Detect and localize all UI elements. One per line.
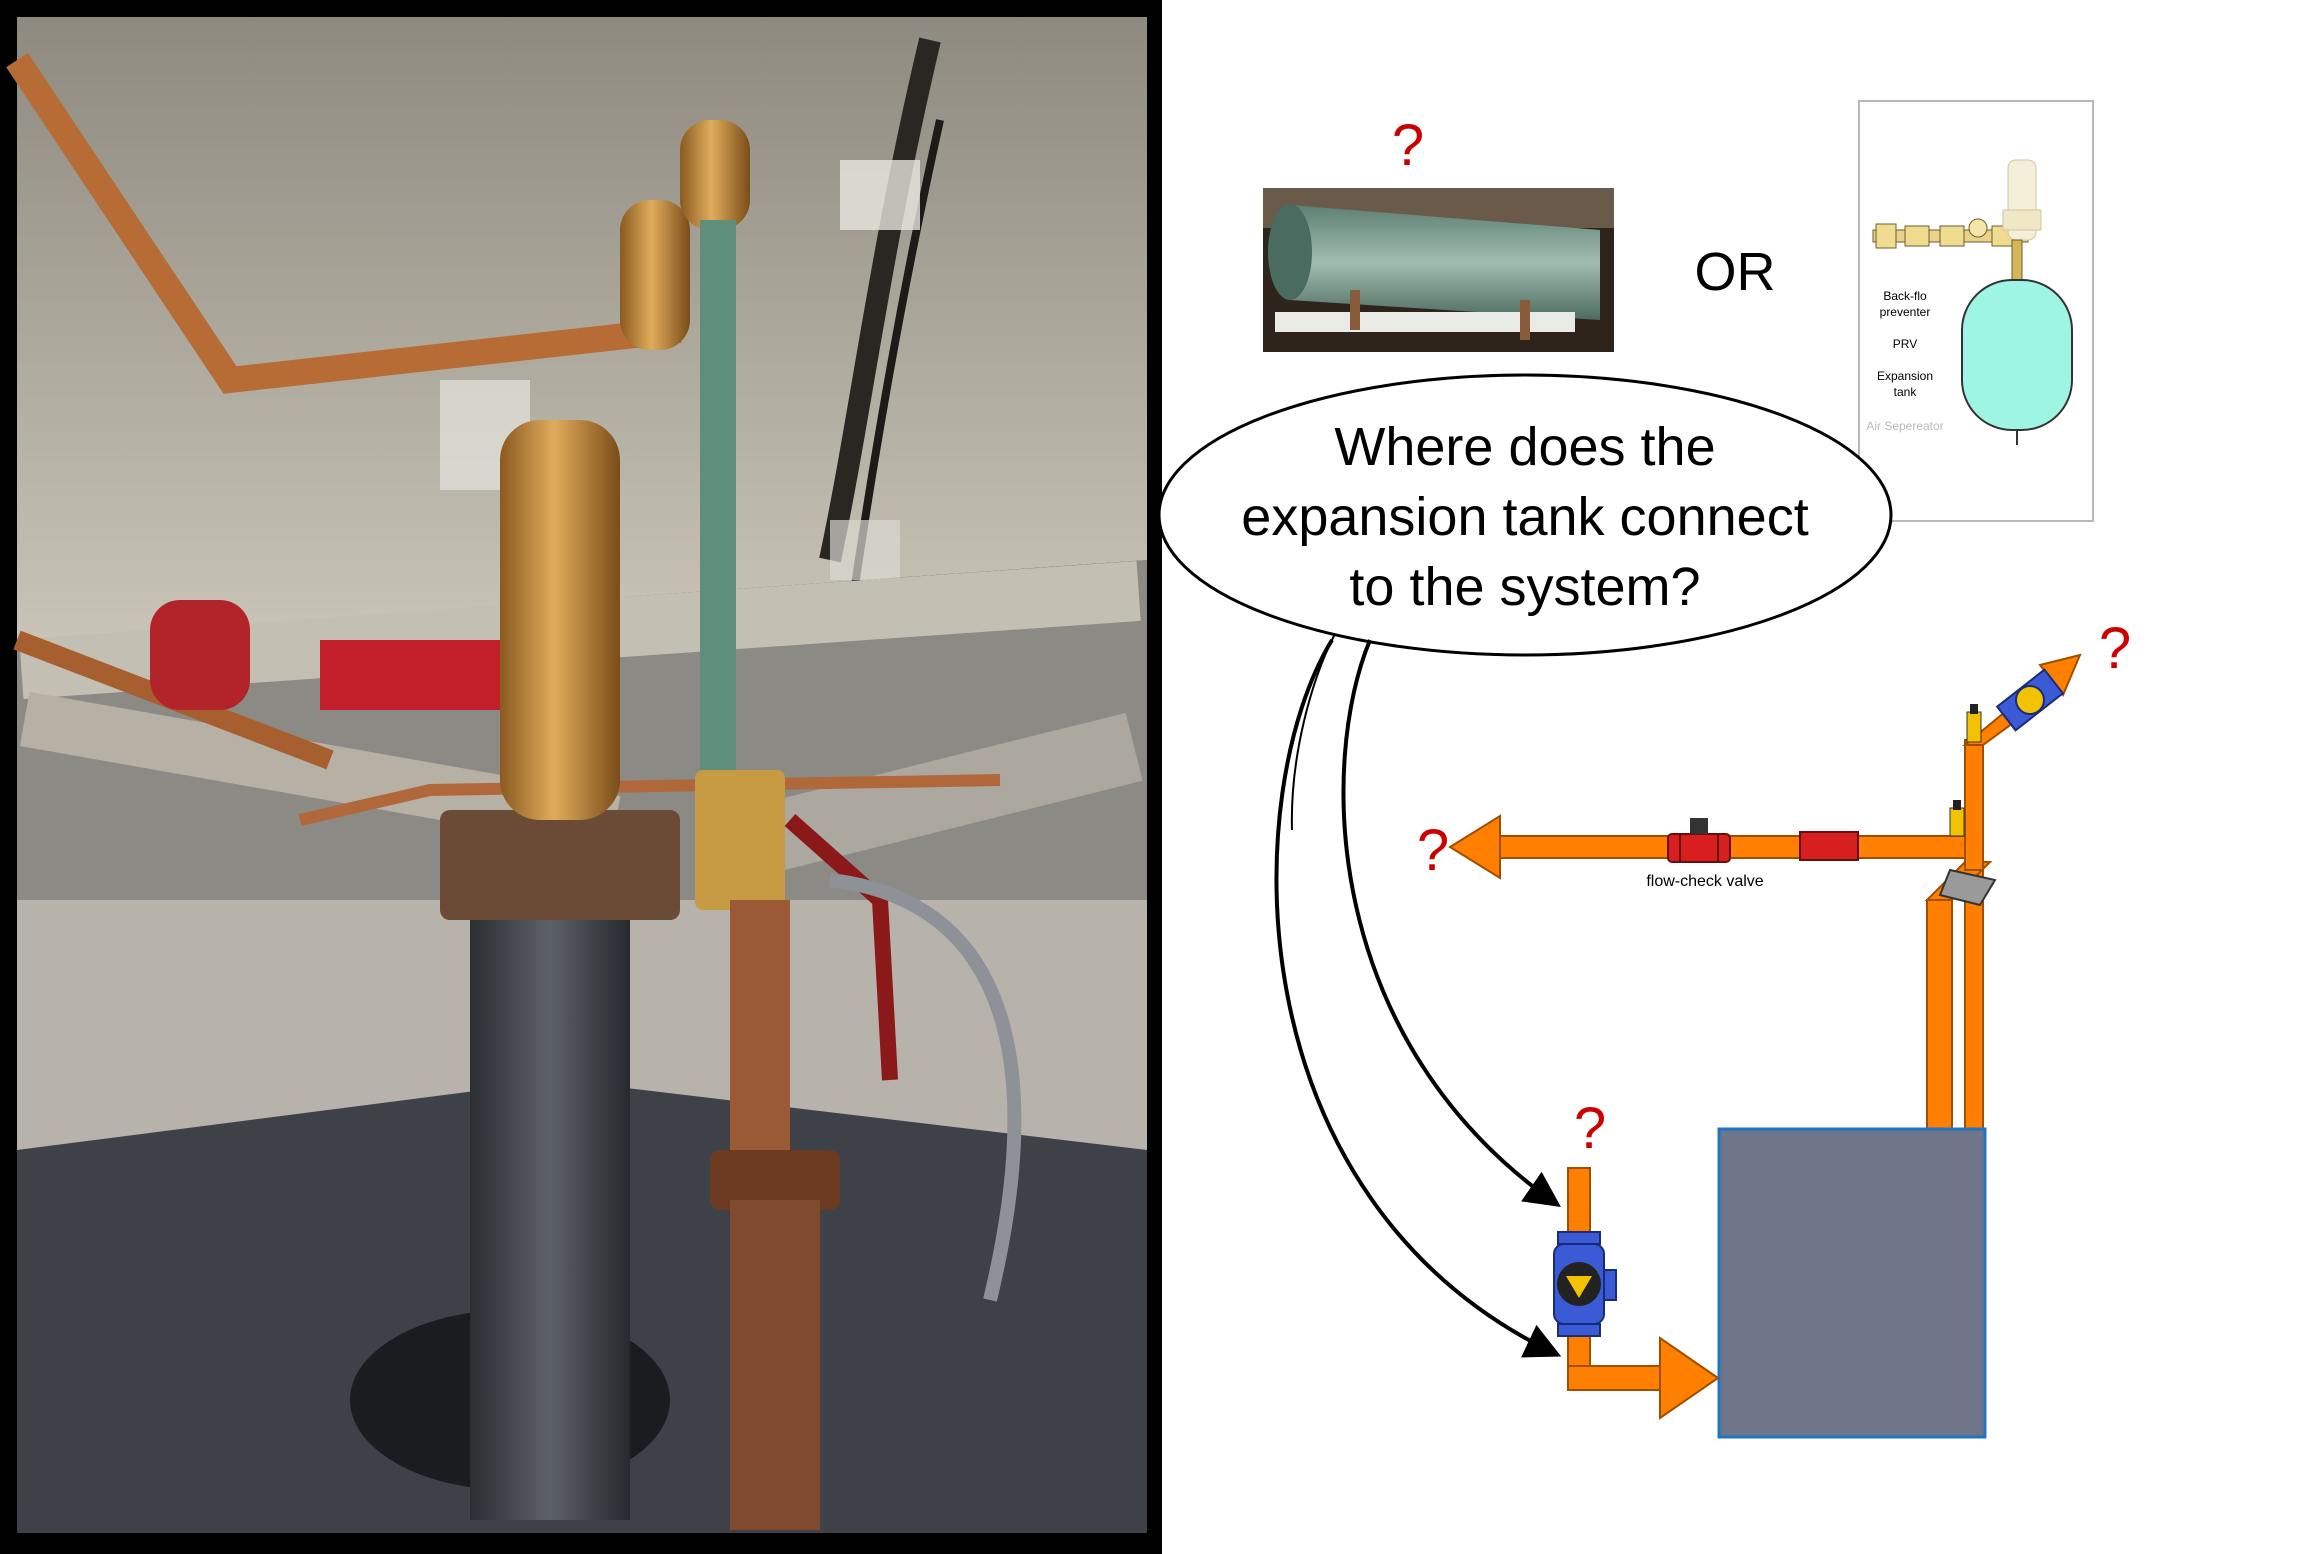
question-mark-tank-photo: ? bbox=[1392, 113, 1424, 178]
pointer-arrow-to-pump-top bbox=[1341, 639, 1561, 1208]
backflow-label-line1: Back-flo bbox=[1883, 289, 1927, 303]
header-red-component bbox=[1799, 831, 1859, 861]
question-line-1: Where does the bbox=[1334, 417, 1715, 477]
question-mark-supply-outlet: ? bbox=[1417, 818, 1449, 883]
expansion-tank-label-line1: Expansion bbox=[1877, 369, 1933, 383]
inset-component-diagram: Back-flo preventer PRV Expansion tank Ai… bbox=[1858, 100, 2094, 522]
return-circulator-pump bbox=[1553, 1231, 1617, 1337]
flow-check-valve-label: flow-check valve bbox=[1646, 873, 1763, 890]
prv-label: PRV bbox=[1893, 337, 1917, 351]
question-mark-return-inlet: ? bbox=[1574, 1096, 1606, 1161]
backflow-label-line2: preventer bbox=[1880, 305, 1931, 319]
question-line-3: to the system? bbox=[1349, 557, 1700, 617]
question-mark-upper-outlet: ? bbox=[2099, 616, 2131, 681]
upper-circulator-pump bbox=[1995, 668, 2065, 732]
expansion-tank-label-line2: tank bbox=[1894, 385, 1918, 399]
question-line-2: expansion tank connect bbox=[1241, 487, 1808, 547]
question-bubble: Where does the expansion tank connect to… bbox=[1157, 373, 1893, 831]
supply-flow-arrowhead bbox=[1448, 814, 1501, 880]
flow-check-valve bbox=[1667, 818, 1731, 863]
air-vent-lower bbox=[1949, 800, 1965, 837]
pointer-arrow-to-boiler-inlet bbox=[1274, 638, 1562, 1358]
air-separator bbox=[1938, 868, 1997, 907]
or-separator: OR bbox=[1695, 242, 1776, 302]
air-vent-upper bbox=[1966, 704, 1982, 743]
air-separator-label: Air Sepereator bbox=[1866, 419, 1943, 433]
boiler-room-photo bbox=[6, 17, 1147, 1533]
return-flow-arrowhead bbox=[1659, 1336, 1720, 1420]
boiler bbox=[1717, 1127, 1987, 1439]
expansion-tank-photo bbox=[1263, 188, 1614, 352]
